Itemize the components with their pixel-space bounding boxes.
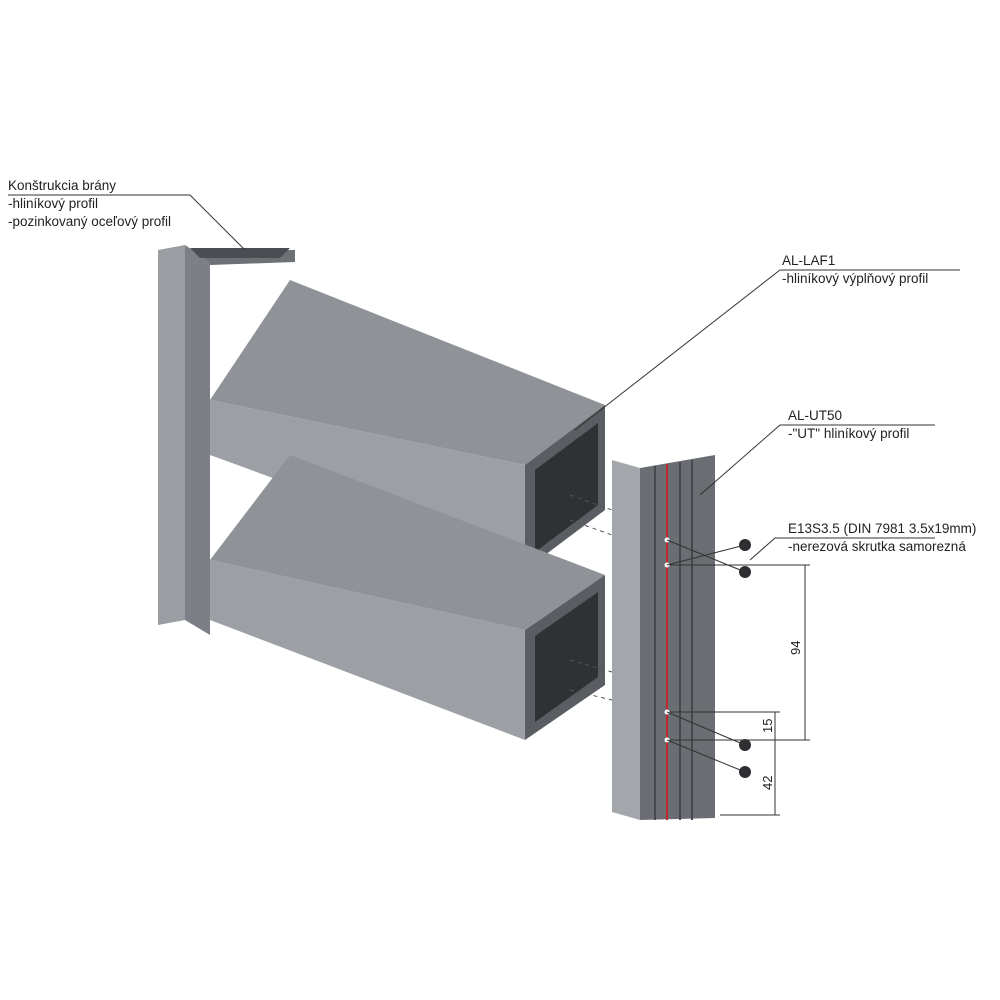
label-title: Konštrukcia brány [8,178,117,193]
leader-lines [8,194,960,773]
louvre-lower [210,455,605,740]
dimension-lines [670,564,810,816]
dimension-15: 15 [760,719,775,733]
label-al-laf1: AL-LAF1 -hliníkový výplňový profil [782,252,928,288]
dimension-42: 42 [760,776,775,790]
label-al-ut50: AL-UT50 -"UT" hliníkový profil [788,407,909,443]
gate-post [158,245,295,635]
label-title: AL-UT50 [788,408,843,423]
label-line: -"UT" hliníkový profil [788,426,910,441]
label-screw: E13S3.5 (DIN 7981 3.5x19mm) -nerezová sk… [788,520,976,556]
label-line: -pozinkovaný oceľový profil [8,214,172,229]
label-title: AL-LAF1 [782,253,836,268]
ut50-profile [612,455,715,820]
label-line: -hliníkový výplňový profil [782,271,929,286]
label-title: E13S3.5 (DIN 7981 3.5x19mm) [788,521,977,536]
screw-icons [739,539,751,778]
label-line: -hliníkový profil [8,196,99,211]
label-line: -nerezová skrutka samorezná [788,539,966,554]
label-gate-construction: Konštrukcia brány -hliníkový profil -poz… [8,177,171,231]
dimension-94: 94 [788,641,803,655]
